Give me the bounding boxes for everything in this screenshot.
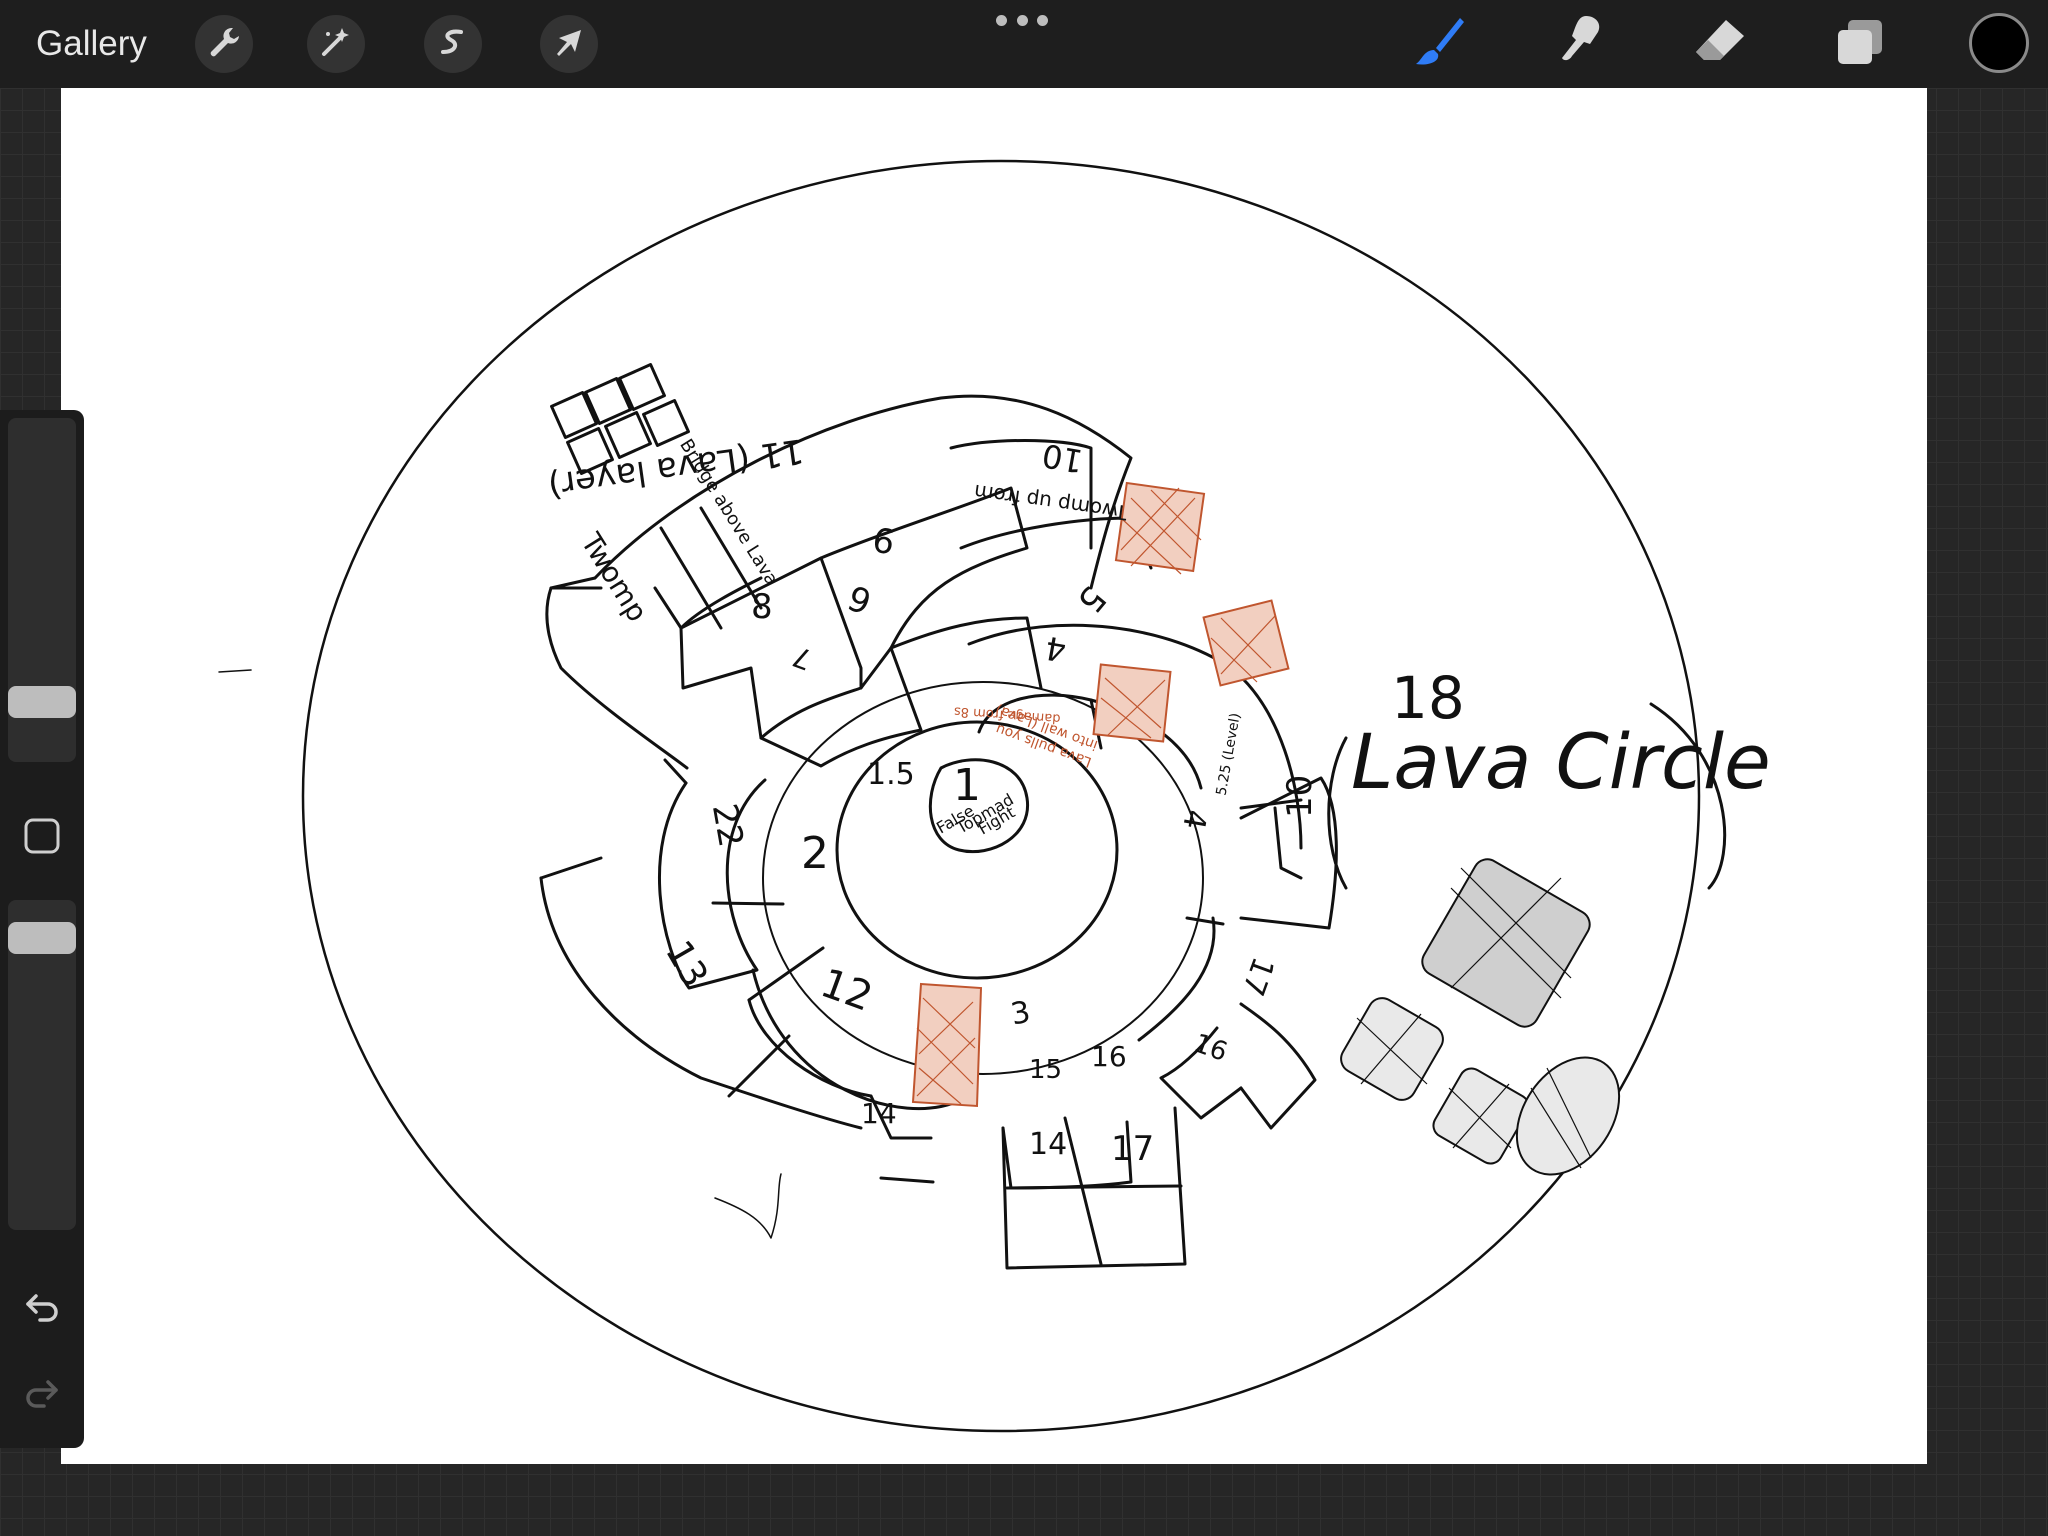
opacity-handle[interactable] — [8, 922, 76, 954]
room-5-25-label: 5.25 (Level) — [1214, 712, 1244, 797]
room-16b-label: 16 — [1190, 1028, 1231, 1068]
actions-button[interactable] — [195, 15, 253, 73]
room-4-label: 4 — [1042, 628, 1069, 669]
room-4b-label: 4 — [1175, 807, 1213, 832]
outer-lava-ring — [301, 159, 1701, 1433]
ring-1-5 — [835, 720, 1119, 980]
redo-button[interactable] — [18, 1370, 66, 1418]
room-9-label: 9 — [870, 518, 898, 561]
ring-2 — [762, 681, 1204, 1075]
room-6-label: 6 — [843, 576, 877, 621]
red-note-3: damage from 8s — [953, 703, 1061, 725]
room-10-note: Twomp up from — [972, 480, 1129, 525]
gallery-button[interactable]: Gallery — [36, 24, 147, 63]
room-22-label: 22 — [704, 801, 751, 851]
undo-button[interactable] — [18, 1284, 66, 1332]
room-10-label: 10 — [1039, 436, 1086, 480]
modify-button[interactable] — [20, 816, 64, 860]
center-room — [928, 758, 1029, 853]
adjustments-button[interactable] — [307, 15, 365, 73]
wrench-icon — [206, 24, 242, 65]
room-3-label: 3 — [1008, 995, 1033, 1033]
lava-circle-number: 18 — [1391, 664, 1465, 732]
selection-button[interactable] — [424, 15, 482, 73]
lava-circle-label: Lava Circle — [1351, 717, 1771, 806]
room-1-label: 1 — [953, 760, 981, 811]
eraser-tool[interactable] — [1690, 14, 1750, 74]
room-7-label: 7 — [788, 639, 816, 676]
layers-icon — [1830, 12, 1890, 77]
arrow-cursor-icon — [551, 24, 587, 65]
room-10b-label: 10 — [1280, 775, 1320, 818]
top-toolbar: Gallery — [0, 0, 2048, 88]
selection-s-icon — [435, 24, 471, 65]
lava-layer-label: 11 (Lava layer) — [546, 430, 807, 505]
square-modify-icon — [22, 816, 62, 861]
redo-icon — [22, 1372, 62, 1417]
eraser-icon — [1690, 12, 1750, 77]
sketch-drawing: 18 Lava Circle 11 (Lava layer) Twomp Bri… — [218, 159, 1771, 1433]
drawing-canvas[interactable]: 18 Lava Circle 11 (Lava layer) Twomp Bri… — [61, 88, 1927, 1464]
room-14b-label: 14 — [1029, 1127, 1067, 1162]
layers-tool[interactable] — [1830, 14, 1890, 74]
magic-wand-icon — [318, 24, 354, 65]
left-sidebar — [0, 410, 84, 1448]
opacity-slider[interactable] — [8, 900, 76, 1230]
room-17-label: 17 — [1111, 1129, 1154, 1169]
brush-icon — [1410, 12, 1470, 77]
room-14-label: 14 — [861, 1097, 897, 1130]
room-8-label: 8 — [751, 587, 773, 627]
smudge-icon — [1550, 12, 1610, 77]
brush-size-handle[interactable] — [8, 686, 76, 718]
room-13-label: 13 — [657, 934, 715, 994]
brush-tool[interactable] — [1410, 14, 1470, 74]
room-5-label: 5 — [1069, 578, 1114, 620]
room-17b-label: 17 — [1234, 952, 1280, 1000]
room-12-label: 12 — [815, 960, 879, 1021]
more-dots-icon[interactable] — [996, 12, 1048, 28]
room-1-5-label: 1.5 — [867, 757, 915, 792]
twomp-label: Twomp — [574, 526, 654, 627]
undo-icon — [22, 1286, 62, 1331]
color-swatch[interactable] — [1969, 13, 2029, 73]
transform-button[interactable] — [540, 15, 598, 73]
smudge-tool[interactable] — [1550, 14, 1610, 74]
room-2-label: 2 — [801, 828, 829, 879]
room-16-label: 16 — [1091, 1040, 1127, 1073]
room-15-label: 15 — [1029, 1055, 1062, 1085]
